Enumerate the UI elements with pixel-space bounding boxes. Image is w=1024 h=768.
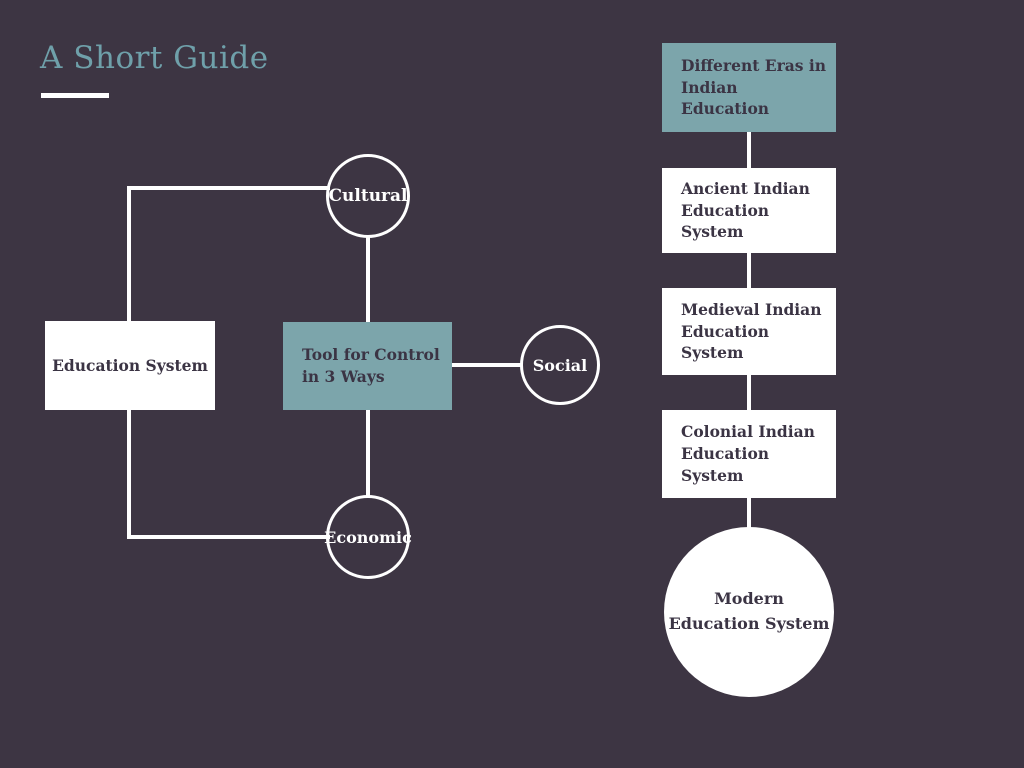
connector-ancient-to-medieval <box>747 253 751 288</box>
social-label: Social <box>532 355 588 375</box>
connector-education-to-economic-vertical <box>127 410 131 539</box>
different-eras-label: Different Eras in Indian Education <box>681 55 827 119</box>
education-system-box: Education System <box>45 321 215 410</box>
page-title: A Short Guide <box>40 40 269 76</box>
cultural-label: Cultural <box>328 186 408 206</box>
modern-education-label: Modern Education System <box>668 589 830 633</box>
colonial-indian-education-label: Colonial Indian Education System <box>681 422 815 485</box>
colonial-indian-education-box: Colonial Indian Education System <box>662 410 836 498</box>
connector-cultural-to-tool <box>366 237 370 322</box>
education-system-label: Education System <box>52 355 208 375</box>
tool-for-control-label: Tool for Control in 3 Ways <box>302 345 440 386</box>
connector-tool-to-economic <box>366 410 370 497</box>
connector-eras-to-ancient <box>747 132 751 168</box>
different-eras-header-box: Different Eras in Indian Education <box>662 43 836 132</box>
connector-education-to-cultural-vertical <box>127 186 131 321</box>
medieval-indian-education-label: Medieval Indian Education System <box>681 299 822 363</box>
cultural-circle: Cultural <box>326 154 410 238</box>
title-underline <box>41 93 109 98</box>
connector-tool-to-social <box>452 363 522 367</box>
economic-label: Economic <box>324 527 412 547</box>
connector-colonial-to-modern <box>747 498 751 528</box>
ancient-indian-education-box: Ancient Indian Education System <box>662 168 836 253</box>
economic-circle: Economic <box>324 495 412 579</box>
connector-education-to-economic-horizontal <box>127 535 330 539</box>
tool-for-control-box: Tool for Control in 3 Ways <box>283 322 452 410</box>
connector-medieval-to-colonial <box>747 375 751 410</box>
connector-education-to-cultural-horizontal <box>127 186 330 190</box>
ancient-indian-education-label: Ancient Indian Education System <box>681 178 810 242</box>
modern-education-circle: Modern Education System <box>664 527 834 697</box>
social-circle: Social <box>520 325 600 405</box>
medieval-indian-education-box: Medieval Indian Education System <box>662 288 836 375</box>
